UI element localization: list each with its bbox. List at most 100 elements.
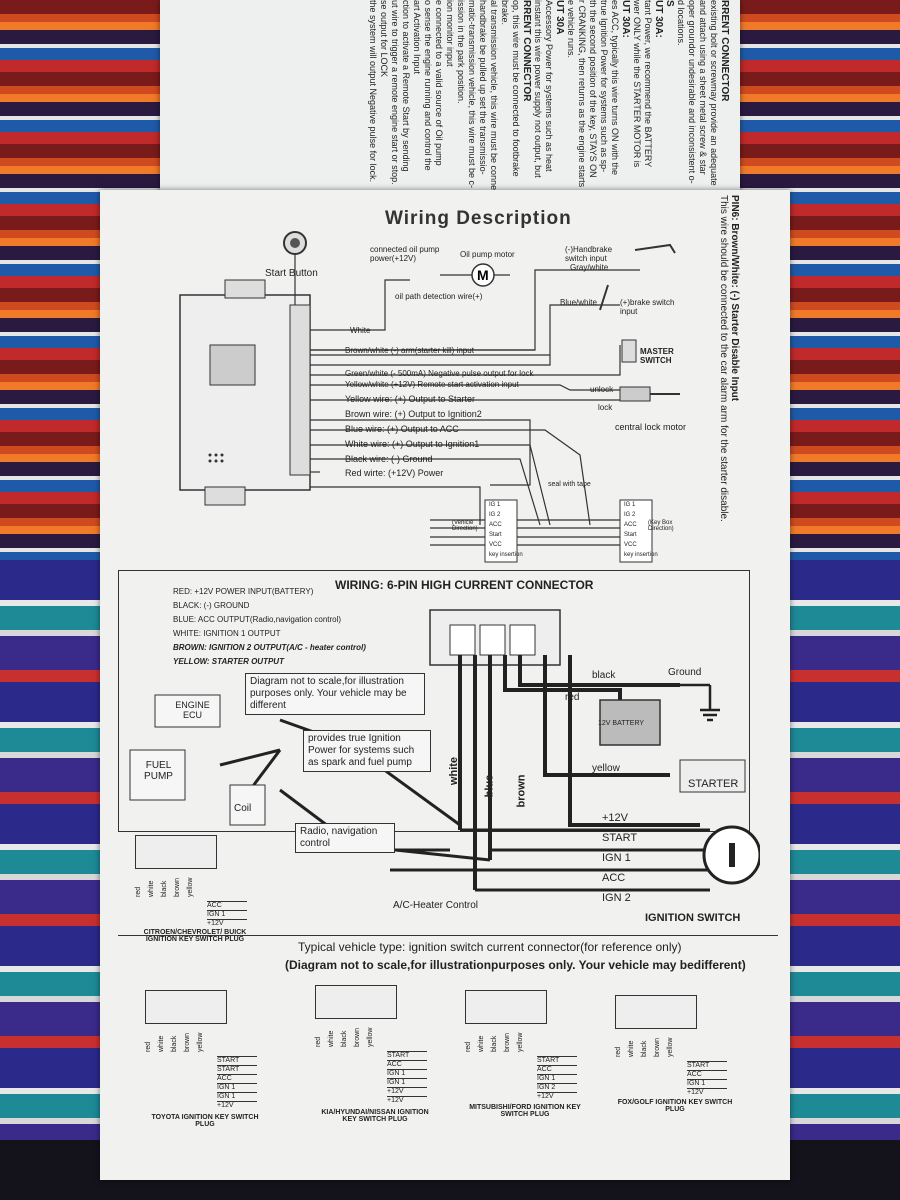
- instruction-line: existing bolt or screwmay provide an ade…: [709, 0, 719, 186]
- plug-line-label: +12V: [687, 1088, 727, 1096]
- wire-label: Yellow wire: (+) Output to Starter: [345, 394, 475, 404]
- plug-housing: [135, 835, 217, 869]
- plug-line-label: +12V: [537, 1092, 577, 1100]
- instruction-line: wer ONLY while the STARTER MOTOR is: [632, 0, 642, 168]
- plug-line-label: IGN 1: [387, 1069, 427, 1077]
- plug-wire-label: black: [171, 1035, 178, 1052]
- plug-wire-label: black: [161, 880, 168, 897]
- lock-label: lock: [598, 403, 613, 412]
- plug-wire-label: black: [641, 1040, 648, 1057]
- legend-item: BLACK: (-) GROUND: [173, 601, 250, 610]
- instruction-line: art Activation Input: [412, 0, 422, 75]
- plug-wire-label: yellow: [517, 1032, 524, 1052]
- instruction-line: ission in the park position.: [456, 0, 466, 104]
- plug-pin-label: Start: [624, 532, 637, 538]
- plug-wire-label: brown: [354, 1027, 361, 1047]
- plug-line-label: +12V: [387, 1087, 427, 1095]
- blue-wire-label: blue: [483, 774, 496, 798]
- plug-housing: [465, 990, 547, 1024]
- legend-item: RED: +12V POWER INPUT(BATTERY): [173, 587, 314, 596]
- plug-line-label: START: [387, 1051, 427, 1059]
- rotated-text-block: RRENT CONNECTOR existing bolt or screwmay…: [170, 0, 730, 200]
- wire-label: Blue wire: (+) Output to ACC: [345, 424, 459, 434]
- plug-pin-label: ACC: [489, 522, 502, 528]
- rotated-instructions: RRENT CONNECTOR existing bolt or screwmay…: [170, 0, 730, 200]
- plug-pin-label: VCC: [624, 542, 637, 548]
- wire-label: White wire: (+) Output to Ignition1: [345, 439, 480, 449]
- oil-detect-label: oil path detection wire(+): [395, 292, 483, 301]
- keybox-plug: [619, 499, 653, 563]
- vehicle-direction-label: (Vehicle Direction): [452, 520, 478, 532]
- white-label: White: [350, 326, 371, 335]
- yellow-label: yellow: [592, 763, 620, 774]
- start-button-label: Start Button: [265, 268, 318, 279]
- plug-pin-label: key insertion: [489, 552, 523, 558]
- ground-label: Ground: [668, 667, 702, 678]
- instruction-line: RRENT CONNECTOR: [521, 0, 532, 102]
- ignition-switch-label: IGNITION SWITCH: [645, 912, 741, 924]
- six-pin-section: [118, 570, 750, 832]
- fuel-pump-label: FUEL PUMP: [144, 760, 173, 782]
- radio-note: Radio, navigation control: [295, 823, 395, 853]
- instruction-line: tant Power, we recommend the BATTERY: [643, 0, 653, 168]
- wire-label: Brown wire: (+) Output to Ignition2: [345, 409, 482, 419]
- gray-white-label: Gray/white: [570, 263, 609, 272]
- ac-label: A/C-Heater Control: [393, 900, 479, 911]
- coil-icon: [229, 784, 266, 826]
- plug-line-label: IGN 1: [687, 1079, 727, 1087]
- instruction-line: ction to activate a Remote Start by send…: [401, 0, 411, 172]
- remote-start-module: [179, 279, 311, 506]
- plug-name: TOYOTA IGNITION KEY SWITCH PLUG: [151, 1114, 259, 1128]
- white-wire-label: white: [448, 756, 461, 786]
- plug-line-label: +12V: [217, 1101, 257, 1109]
- switch-line-label: ACC: [602, 872, 626, 884]
- legend-item: WHITE: IGNITION 1 OUTPUT: [173, 629, 281, 638]
- plug-pin-label: VCC: [489, 542, 502, 548]
- instruction-line: o sense the engine running and control t…: [423, 0, 433, 171]
- plug-wire-label: brown: [504, 1032, 511, 1052]
- plug-line-label: IGN 1: [217, 1083, 257, 1091]
- plug-wire-label: yellow: [367, 1027, 374, 1047]
- legend-item: BROWN: IGNITION 2 OUTPUT(A/C - heater co…: [173, 643, 366, 652]
- six-pin-title: WIRING: 6-PIN HIGH CURRENT CONNECTOR: [335, 578, 594, 592]
- battery-icon: [599, 699, 661, 746]
- oil-motor-label: Oil pump motor: [460, 250, 515, 259]
- instruction-line: ion monitor input: [445, 0, 455, 67]
- pin6-title: PIN6: Brown/White: (-) Starter Disable I…: [729, 195, 740, 402]
- instruction-line: UT 30A:: [620, 0, 631, 38]
- instruction-line: brake.: [500, 0, 510, 26]
- plug-pin-label: key insertion: [624, 552, 658, 558]
- instruction-line: S: [664, 0, 675, 7]
- plug-wire-label: red: [135, 886, 142, 897]
- instruction-line: es ACC, typically this wire turns ON wit…: [610, 0, 620, 176]
- plug-name: MITSUBISHI/FORD IGNITION KEY SWITCH PLUG: [469, 1104, 581, 1118]
- plug-pin-label: Start: [489, 532, 502, 538]
- vehicle-plug: [484, 499, 518, 563]
- plug-pin-label: ACC: [624, 522, 637, 528]
- wire-label: Green/white (- 500mA) Negative pulse out…: [345, 369, 534, 378]
- blue-white-label: Blue/white: [560, 298, 597, 307]
- plug-wire-label: white: [148, 880, 155, 897]
- plug-wire-label: white: [328, 1030, 335, 1047]
- six-pin-diagram: [129, 609, 760, 892]
- switch-line-label: +12V: [602, 812, 628, 824]
- plug-wire-label: brown: [174, 877, 181, 897]
- plug-line-label: START: [687, 1061, 727, 1069]
- plug-wire-label: black: [491, 1035, 498, 1052]
- plug-name: KIA/HYUNDAI/NISSAN IGNITION KEY SWITCH P…: [321, 1109, 429, 1123]
- seal-label: seal with tape: [548, 481, 591, 488]
- plug-name: FOX/GOLF IGNITION KEY SWITCH PLUG: [617, 1099, 733, 1113]
- plug-pin-label: IG 1: [489, 502, 501, 508]
- instruction-line: e connected to a valid source of Oil pum…: [434, 0, 444, 166]
- plug-line-label: IGN 1: [207, 910, 247, 918]
- switch-line-label: START: [602, 832, 638, 844]
- plug-wire-label: yellow: [197, 1032, 204, 1052]
- plug-wire-label: yellow: [667, 1037, 674, 1057]
- instruction-line: ut wire to trigger a remote engine start…: [390, 0, 400, 185]
- ignition-note: provides true Ignition Power for systems…: [303, 730, 431, 772]
- plug-line-label: +12V: [207, 919, 247, 927]
